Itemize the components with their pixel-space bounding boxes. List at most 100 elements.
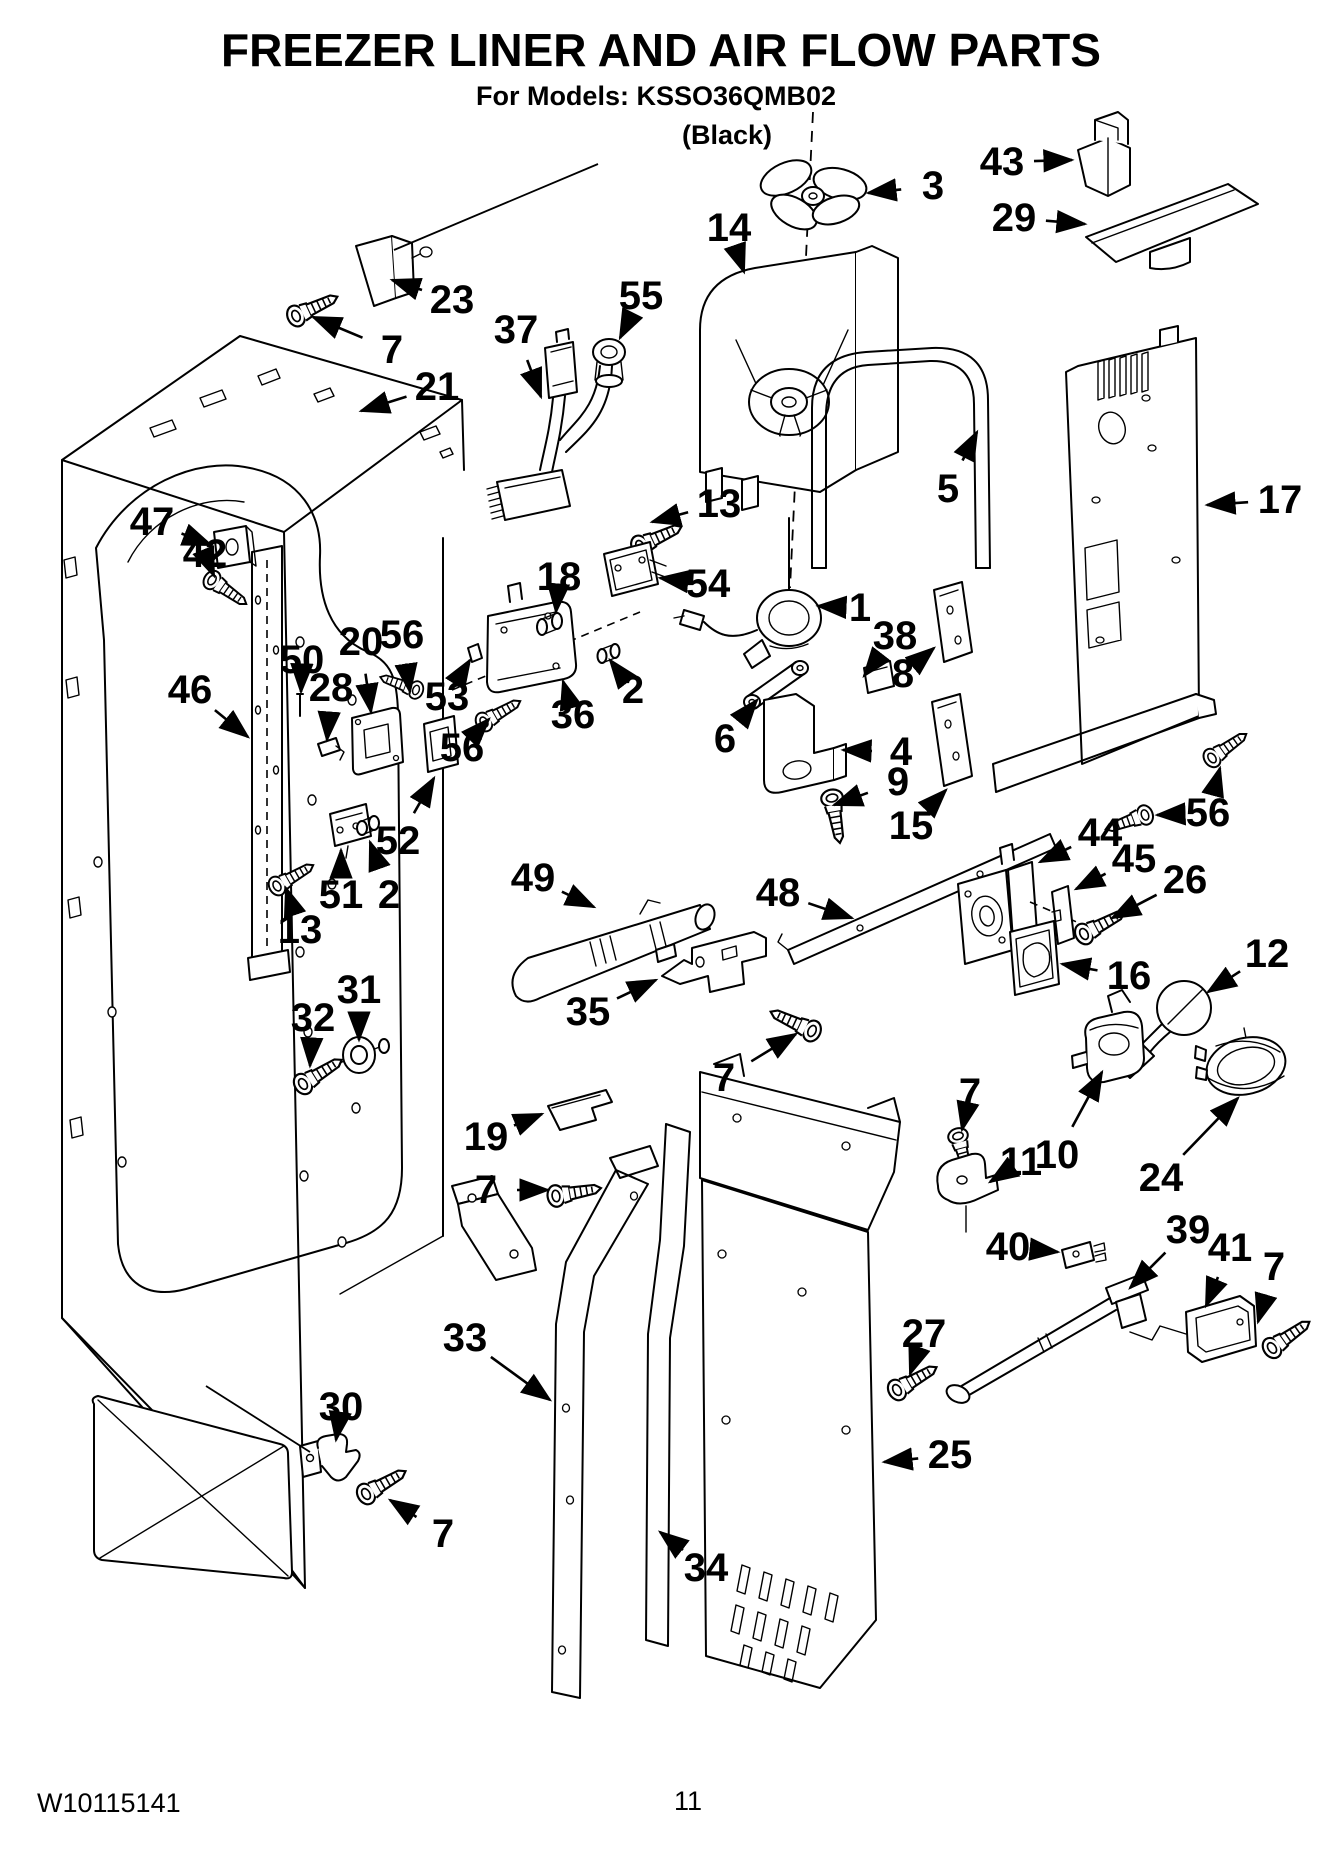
part-evaporator-cover (699, 1053, 943, 1689)
part-bottom-clip (299, 1433, 412, 1509)
callout-8: 8 (892, 652, 914, 696)
callout-arrow (865, 178, 902, 202)
callout-arrow (511, 1112, 545, 1136)
callout-arrow (616, 978, 659, 1003)
part-light-shield-cluster (296, 667, 459, 776)
leader-line (393, 163, 599, 251)
callout-53: 53 (425, 675, 470, 719)
callout-arrow (807, 897, 855, 920)
page-subtitle: For Models: KSSO36QMB02 (476, 81, 836, 111)
callout-arrow (1033, 149, 1075, 173)
callout-7: 7 (432, 1512, 454, 1556)
part-light-housing (957, 843, 1131, 996)
part-ice-chute-parts (1077, 111, 1259, 271)
callout-43: 43 (980, 140, 1025, 184)
callout-37: 37 (494, 308, 539, 352)
callout-49: 49 (511, 856, 556, 900)
callout-33: 33 (443, 1316, 488, 1360)
callout-arrow (1071, 1069, 1104, 1128)
callout-41: 41 (1208, 1226, 1253, 1270)
callout-arrow (394, 662, 418, 695)
callout-10: 10 (1035, 1133, 1080, 1177)
callout-arrow (328, 1409, 352, 1443)
part-wire-harness (486, 328, 626, 521)
callout-23: 23 (430, 278, 475, 322)
callout-arrow (490, 1355, 553, 1402)
part-shelf-rail (199, 525, 291, 981)
callout-arrow (559, 678, 583, 712)
callout-7: 7 (959, 1071, 981, 1115)
callout-4: 4 (890, 730, 913, 774)
callout-47: 47 (130, 500, 175, 544)
callout-24: 24 (1139, 1156, 1184, 1200)
callout-19: 19 (464, 1115, 509, 1159)
callout-7: 7 (475, 1168, 497, 1212)
callout-arrow (1045, 209, 1088, 234)
callout-arrow (1205, 966, 1241, 994)
callout-3: 3 (922, 164, 944, 208)
callout-arrow (317, 710, 341, 743)
callout-25: 25 (928, 1433, 973, 1477)
callout-arrow (657, 1530, 690, 1559)
callout-arrow (1254, 1291, 1278, 1325)
callout-arrow (904, 646, 936, 676)
callout-arrow (1028, 1237, 1061, 1261)
callout-16: 16 (1107, 954, 1152, 998)
callout-39: 39 (1166, 1208, 1211, 1252)
callout-arrow (460, 717, 491, 748)
callout-56: 56 (380, 613, 425, 657)
part-defrost-thermostat-plate (603, 515, 687, 597)
part-liner-cabinet (61, 335, 465, 1589)
callout-31: 31 (337, 968, 382, 1012)
part-lower-front (451, 1089, 613, 1281)
callout-13: 13 (697, 482, 742, 526)
part-light-bulb-set (1071, 980, 1287, 1096)
callout-arrow (908, 1343, 931, 1377)
callout-arrow (1037, 839, 1072, 864)
callout-32: 32 (291, 996, 336, 1040)
part-fan-assembly (699, 111, 991, 589)
callout-arrow (729, 697, 759, 730)
part-motor-mount (743, 660, 852, 846)
callout-arrow (409, 775, 436, 814)
callout-arrow (192, 545, 216, 579)
callout-arrow (520, 359, 543, 400)
callout-arrow (358, 391, 407, 414)
callout-21: 21 (415, 365, 460, 409)
callout-arrow (387, 1498, 421, 1526)
callout-arrow (657, 569, 690, 594)
callout-arrow (608, 657, 637, 690)
footer-page-number: 11 (674, 1786, 702, 1816)
callout-arrow (355, 673, 379, 715)
page-title: FREEZER LINER AND AIR FLOW PARTS (221, 24, 1101, 76)
callout-arrow (561, 884, 597, 909)
callout-20: 20 (339, 620, 384, 664)
callout-arrow (840, 739, 873, 763)
callout-arrow (1128, 1251, 1167, 1290)
callout-14: 14 (707, 206, 752, 250)
callout-arrow (750, 1032, 799, 1063)
callout-44: 44 (1078, 811, 1123, 855)
part-motor-bracket (451, 582, 641, 736)
callout-36: 36 (551, 693, 596, 737)
callout-arrow (283, 885, 307, 919)
callout-arrow (1182, 1096, 1240, 1156)
callout-11: 11 (1000, 1140, 1042, 1184)
fan-blade-icon (759, 159, 868, 231)
callout-arrow (444, 657, 472, 691)
callout-27: 27 (902, 1312, 947, 1356)
finish-note: (Black) (682, 120, 772, 150)
callout-42: 42 (183, 532, 228, 576)
callout-arrow (290, 663, 314, 695)
part-air-ducts (551, 1123, 691, 1699)
callout-arrow (881, 1447, 919, 1471)
callout-34: 34 (684, 1546, 729, 1590)
callout-arrow (831, 784, 869, 807)
bushing-2 (596, 643, 621, 664)
callout-arrow (1204, 1275, 1228, 1309)
callout-35: 35 (566, 990, 611, 1034)
callout-52: 52 (376, 819, 421, 863)
callout-arrow (1154, 802, 1187, 826)
